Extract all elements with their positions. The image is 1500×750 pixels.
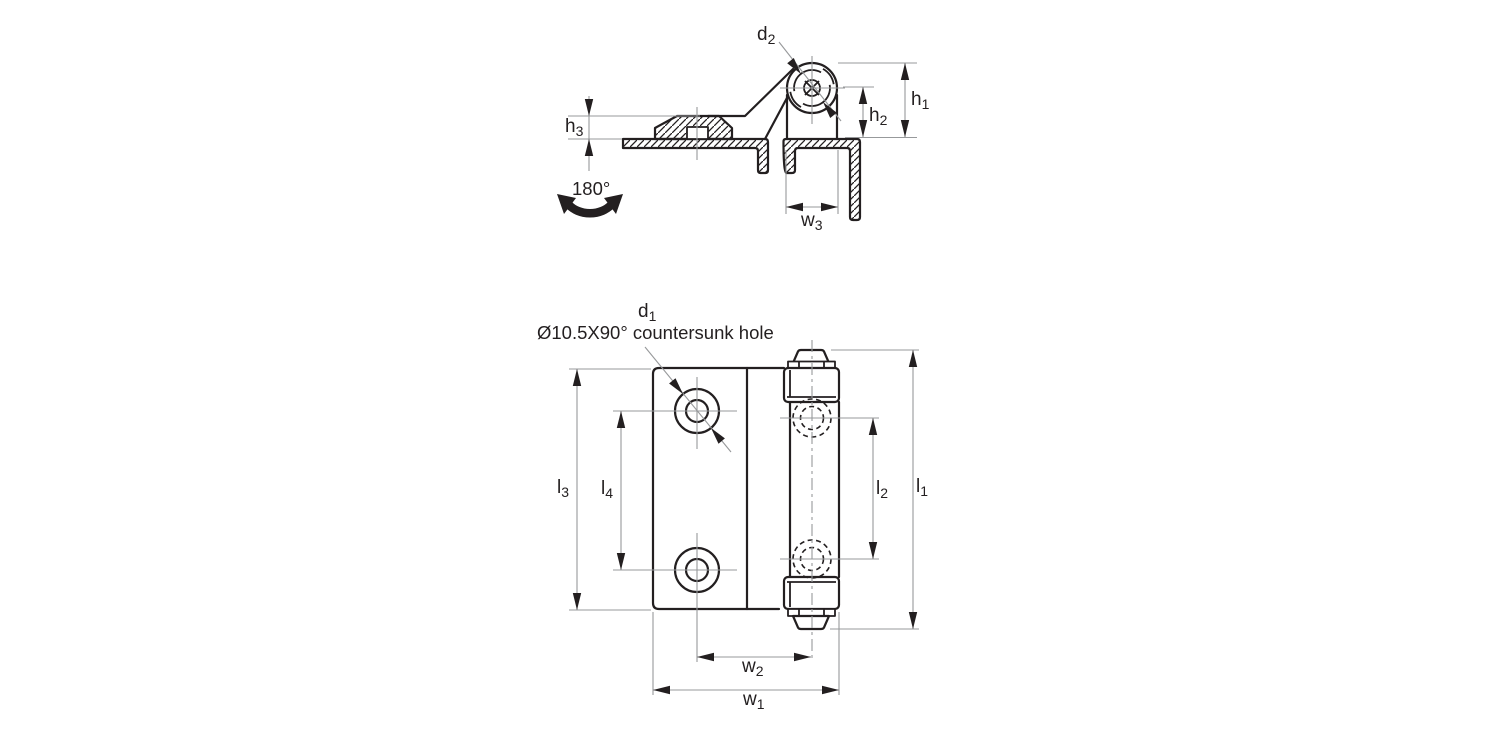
left-leaf-section	[621, 137, 770, 175]
dim-label-d1: d1	[638, 301, 657, 324]
fastener-section	[653, 114, 734, 141]
dimension-d1: d1 Ø10.5X90° countersunk hole	[537, 301, 774, 453]
pivot-crosshair	[780, 56, 845, 124]
dimension-w1: w1	[652, 612, 840, 712]
dim-label-w2: w2	[741, 656, 764, 679]
rotation-annotation: 180°	[557, 178, 623, 218]
dimension-l2: l2	[780, 417, 888, 560]
hole-crosshair-top	[613, 377, 737, 449]
dim-label-l3: l3	[557, 477, 569, 500]
dimension-l1: l1	[830, 349, 928, 630]
right-leaf-section	[782, 137, 862, 222]
dim-label-l1: l1	[916, 476, 928, 499]
pin-cap-top	[791, 348, 831, 365]
countersink-note: Ø10.5X90° countersunk hole	[537, 322, 774, 343]
dim-label-w1: w1	[742, 689, 765, 712]
dim-label-h2: h2	[869, 105, 888, 128]
dim-label-w3: w3	[800, 210, 823, 233]
dim-label-h3: h3	[565, 116, 584, 139]
dim-label-l2: l2	[876, 478, 888, 501]
pin-assembly-top	[782, 348, 841, 404]
dim-label-h1: h1	[911, 89, 930, 112]
dim-label-l4: l4	[601, 478, 613, 501]
dimension-h2: h2	[843, 86, 888, 137]
d2-leader-line	[778, 41, 842, 122]
rotation-label: 180°	[572, 178, 610, 199]
pin-cap-bottom	[791, 614, 831, 631]
front-view: d1 Ø10.5X90° countersunk hole l3 l4 l2	[537, 301, 928, 712]
dimension-w3: w3	[785, 150, 839, 233]
leaf-plate	[651, 366, 786, 611]
dimension-h3: h3	[565, 96, 700, 171]
pivot-arm	[706, 67, 795, 118]
rotation-arrow-icon	[557, 194, 623, 218]
dimension-w2: w2	[697, 652, 811, 679]
hinge-barrel	[788, 400, 841, 579]
dim-label-d2: d2	[757, 24, 776, 47]
dimension-l3: l3	[557, 368, 651, 611]
dimension-l4: l4	[601, 411, 626, 570]
dimension-d2: d2	[757, 24, 842, 122]
side-view: d2 h1 h2 h3 w3	[557, 24, 930, 233]
dimension-h1: h1	[838, 62, 930, 139]
hole-crosshair-bottom	[613, 533, 737, 662]
